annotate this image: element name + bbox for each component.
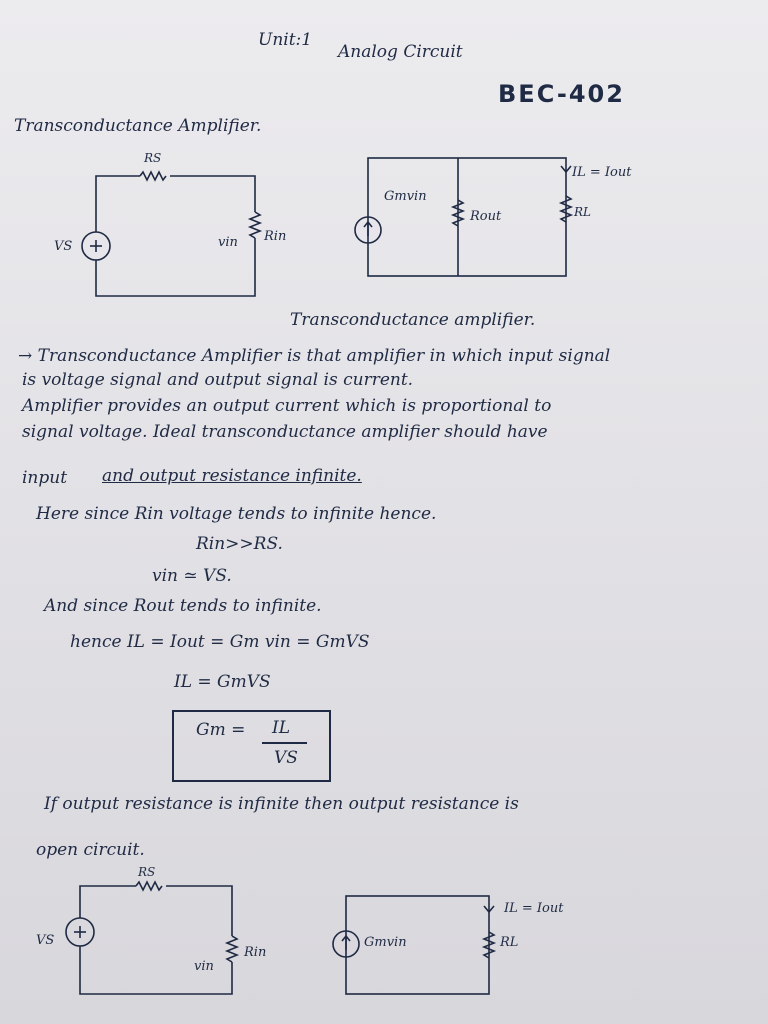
deriv-line-1: Here since Rin voltage tends to infinite… xyxy=(36,504,437,524)
deriv-line-2: Rin>>RS. xyxy=(196,534,283,554)
d2-rin-label: Rin xyxy=(244,945,267,960)
d2-il-label: IL = Iout xyxy=(504,901,564,916)
para-line-5b: and output resistance infinite. xyxy=(102,466,362,486)
d2-vs-label: VS xyxy=(36,933,55,948)
d1-gmvin-label: Gmvin xyxy=(384,189,427,204)
para-line-1: → Transconductance Amplifier is that amp… xyxy=(18,346,611,366)
d1-rout-label: Rout xyxy=(470,209,502,224)
formula-numerator: IL xyxy=(272,718,291,738)
fraction-bar xyxy=(262,742,307,744)
deriv-line-6: IL = GmVS xyxy=(174,672,271,692)
d1-rs-label: RS xyxy=(144,151,162,165)
deriv-line-3: vin ≃ VS. xyxy=(152,566,232,586)
unit-label: Unit:1 xyxy=(258,30,313,50)
d2-gmvin-label: Gmvin xyxy=(364,935,407,950)
voltage-source-icon xyxy=(81,231,111,261)
para-line-2: is voltage signal and output signal is c… xyxy=(22,370,414,390)
conclusion-line-1: If output resistance is infinite then ou… xyxy=(44,794,519,814)
current-source-icon xyxy=(354,216,382,244)
d1-vin-label: vin xyxy=(218,235,238,250)
conclusion-line-2: open circuit. xyxy=(36,840,145,860)
deriv-line-5: hence IL = Iout = Gm vin = GmVS xyxy=(70,632,370,652)
d1-rl-label: RL xyxy=(574,205,592,219)
d1-vs-label: VS xyxy=(54,239,73,254)
d1-il-label: IL = Iout xyxy=(572,165,632,180)
para-line-5a: input xyxy=(22,468,68,488)
d2-rl-label: RL xyxy=(500,935,519,950)
current-arrow-icon xyxy=(560,165,572,174)
para-line-3: Amplifier provides an output current whi… xyxy=(22,396,552,416)
formula-denominator: VS xyxy=(274,748,298,768)
course-code: BEC-402 xyxy=(498,80,625,108)
formula-box xyxy=(172,710,331,782)
deriv-line-4: And since Rout tends to infinite. xyxy=(44,596,322,616)
para-line-4: signal voltage. Ideal transconductance a… xyxy=(22,422,548,442)
formula-lhs: Gm = xyxy=(196,720,246,740)
d1-caption: Transconductance amplifier. xyxy=(290,310,536,330)
d1-rin-label: Rin xyxy=(264,229,287,244)
d2-rs-label: RS xyxy=(138,865,156,879)
section-title: Transconductance Amplifier. xyxy=(14,116,262,136)
d2-vin-label: vin xyxy=(194,959,214,974)
subject-title: Analog Circuit xyxy=(338,42,463,62)
